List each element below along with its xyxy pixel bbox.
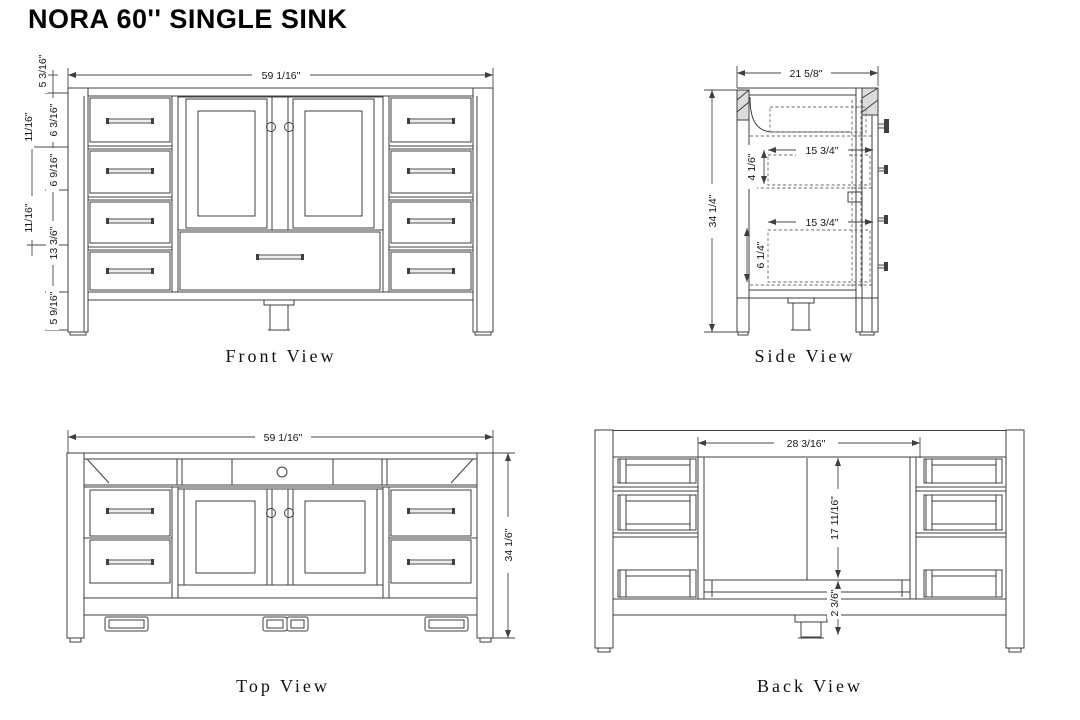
back-view-drawing: 28 3/16" 17 11/16" 2 3/6" bbox=[594, 429, 1025, 653]
side-drawer-height-upper-dim-label: 4 1/6" bbox=[746, 153, 758, 180]
door-knob-icon bbox=[284, 508, 294, 518]
drawer-handle bbox=[256, 254, 304, 260]
side-view-cabinet bbox=[736, 87, 889, 336]
drawer-back-box bbox=[916, 458, 1006, 598]
back-view-caption: Back View bbox=[756, 676, 864, 696]
cabinet-feet bbox=[104, 616, 469, 632]
front-view-dimensions: 59 1/16" 5 3/16" bbox=[21, 49, 494, 331]
front-rail-upper-dim-label: 11/16" bbox=[23, 112, 35, 141]
door-knob-icon bbox=[266, 122, 276, 132]
door-knob-icon bbox=[284, 122, 294, 132]
side-drawer-depth-upper-dim-label: 15 3/4" bbox=[806, 145, 839, 157]
top-view-cabinet bbox=[66, 452, 494, 643]
back-opening-height-dim-label: 17 11/16" bbox=[829, 496, 841, 540]
drawer-handle bbox=[407, 508, 455, 565]
side-drawer-depth-lower-dim-label: 15 3/4" bbox=[806, 217, 839, 229]
top-view-dimensions: 59 1/16" 34 1/6" bbox=[67, 430, 515, 639]
side-drawer-height-lower-dim-label: 6 1/4" bbox=[755, 241, 767, 268]
back-opening-width-dim-label: 28 3/16" bbox=[787, 438, 826, 450]
page-title: NORA 60'' SINGLE SINK bbox=[28, 4, 348, 34]
faucet-knob-icon bbox=[276, 466, 288, 478]
back-bottom-offset-dim-label: 2 3/6" bbox=[829, 589, 841, 616]
drawer-handle bbox=[106, 508, 154, 565]
side-height-dim-label: 34 1/4" bbox=[707, 194, 719, 227]
door-knob-icon bbox=[266, 508, 276, 518]
front-bottom-section-dim-label: 5 9/16" bbox=[48, 291, 60, 324]
back-view-cabinet bbox=[594, 429, 1025, 653]
top-height-dim-label: 34 1/6" bbox=[503, 528, 515, 561]
drawer-handle bbox=[407, 118, 455, 274]
side-view-dimensions: 21 5/8" 34 1/4" 15 3/4" 4 1/6" 15 3/4" bbox=[704, 66, 879, 333]
top-view-drawing: 59 1/16" 34 1/6" bbox=[66, 430, 515, 643]
side-view-drawing: 21 5/8" 34 1/4" 15 3/4" 4 1/6" 15 3/4" bbox=[704, 66, 889, 336]
front-view-cabinet bbox=[67, 87, 494, 336]
front-drawer-upper-dim-label: 6 3/16" bbox=[48, 103, 60, 136]
drawer-handle bbox=[106, 118, 154, 274]
front-view-caption: Front View bbox=[225, 346, 337, 366]
front-width-dim-label: 59 1/16" bbox=[262, 70, 301, 82]
front-rail-lower-dim-label: 11/16" bbox=[23, 203, 35, 232]
front-drawer-second-dim-label: 6 9/16" bbox=[48, 153, 60, 186]
front-top-offset-dim-label: 5 3/16" bbox=[37, 54, 49, 87]
top-view-caption: Top View bbox=[236, 676, 330, 696]
drawer-handle-side-profile bbox=[877, 119, 889, 271]
back-view-dimensions: 28 3/16" 17 11/16" 2 3/6" bbox=[697, 436, 921, 635]
front-middle-section-dim-label: 13 3/6" bbox=[48, 226, 60, 259]
drawer-back-box bbox=[613, 458, 698, 598]
side-depth-dim-label: 21 5/8" bbox=[790, 68, 823, 80]
side-view-caption: Side View bbox=[754, 346, 856, 366]
front-view-drawing: 59 1/16" 5 3/16" bbox=[21, 49, 494, 336]
top-width-dim-label: 59 1/16" bbox=[264, 432, 303, 444]
